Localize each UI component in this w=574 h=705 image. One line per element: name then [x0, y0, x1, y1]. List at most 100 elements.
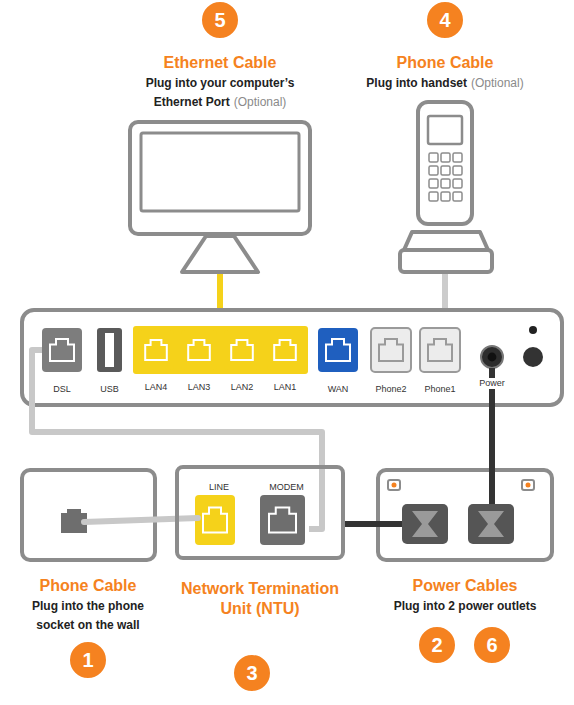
callout-number: 2 — [417, 633, 457, 657]
callout-circle — [233, 654, 271, 692]
port-label: MODEM — [267, 482, 306, 493]
power-plug — [468, 504, 514, 544]
phone-handset — [404, 232, 488, 250]
optional-note: (Optional) — [234, 95, 287, 109]
caption-block: Ethernet CablePlug into your computer’s … — [128, 53, 313, 111]
wall-socket — [22, 470, 155, 560]
port-label: USB — [98, 384, 121, 395]
optional-note: (Optional) — [471, 76, 524, 90]
lan-port: LAN2 — [224, 330, 260, 370]
cable-title: Phone Cable — [397, 54, 494, 71]
jack-icon — [269, 508, 296, 533]
callout-number: 5 — [200, 8, 240, 32]
jack-icon — [231, 340, 253, 360]
caption-row: Phone Cable — [340, 53, 550, 73]
ntu-power-cable — [343, 521, 410, 527]
callout-circle — [426, 1, 464, 39]
port-face — [138, 330, 174, 370]
line-port: LINE — [199, 499, 239, 549]
jack-icon — [428, 339, 452, 361]
wall-socket — [22, 470, 155, 560]
phone-handset — [400, 102, 492, 330]
callout-circle — [201, 1, 239, 39]
caption-row: Power Cables — [365, 576, 565, 596]
lan-port: LAN4 — [138, 330, 174, 370]
jack-icon — [379, 339, 403, 361]
lan-port: LAN1 — [267, 330, 303, 370]
lan-port: LAN3 — [181, 330, 217, 370]
callout-number: 4 — [425, 8, 465, 32]
phone-handset — [400, 250, 492, 272]
port-label: LAN1 — [272, 382, 299, 393]
jack-icon — [274, 340, 296, 360]
port-face — [318, 328, 358, 372]
computer-monitor — [182, 236, 258, 272]
power-plug — [412, 511, 438, 537]
port-face — [195, 495, 235, 545]
port-face — [224, 330, 260, 370]
port-face — [267, 330, 303, 370]
caption-block: Phone CablePlug into the phone socket on… — [13, 576, 163, 634]
power-outlets — [392, 483, 397, 488]
unit-title: Network Termination Unit (NTU) — [175, 579, 345, 619]
port-label: LINE — [207, 482, 231, 493]
port-label: DSL — [51, 384, 73, 395]
callout-number: 3 — [232, 661, 272, 685]
callout-number: 6 — [472, 633, 512, 657]
power-outlets — [378, 470, 552, 560]
lan-port-group — [133, 326, 308, 374]
cable-title: Ethernet Cable — [164, 54, 277, 71]
usb-port: USB — [97, 328, 122, 372]
instruction-text: Plug into handset — [366, 76, 467, 90]
power-socket: Power — [481, 346, 503, 368]
port-label: LAN4 — [143, 382, 170, 393]
port-label: Phone2 — [373, 384, 408, 395]
caption-row: Phone Cable — [13, 576, 163, 596]
port-label: LAN3 — [186, 382, 213, 393]
power-pin — [488, 353, 497, 362]
power-outlets — [522, 480, 534, 490]
port-face — [97, 328, 122, 372]
wan-port: WAN — [318, 328, 358, 372]
power-jack — [481, 346, 503, 368]
phone-handset — [428, 152, 464, 204]
jack-icon — [145, 340, 167, 360]
caption-row: Plug into handset (Optional) — [340, 73, 550, 92]
power-outlets — [526, 483, 531, 488]
ntu-box: Network Termination Unit (NTU)LINEMODEM — [175, 465, 345, 560]
router-button — [529, 326, 537, 334]
jack-icon — [188, 340, 210, 360]
callout-circle — [473, 626, 511, 664]
caption-row: Ethernet Cable — [128, 53, 313, 73]
port-label: LAN2 — [229, 382, 256, 393]
port-label: Power — [477, 378, 507, 389]
phone-handset — [418, 102, 472, 224]
computer-monitor — [130, 122, 310, 272]
phone-port: Phone2 — [371, 328, 411, 372]
line-cable — [84, 518, 198, 522]
phone-port: Phone1 — [420, 328, 460, 372]
jack-icon — [50, 339, 74, 361]
jack-icon — [326, 339, 350, 361]
caption-block: Power CablesPlug into 2 power outlets — [365, 576, 565, 615]
dsl-port: DSL — [42, 328, 82, 372]
instruction-text: Plug into 2 power outlets — [394, 599, 537, 613]
jack-icon — [203, 508, 227, 533]
router-power-cable — [489, 368, 495, 512]
power-plug — [402, 504, 448, 544]
port-face — [420, 328, 460, 372]
port-label: Phone1 — [422, 384, 457, 395]
computer-monitor — [130, 122, 310, 234]
caption-row: Plug into the phone socket on the wall — [13, 596, 163, 634]
callout-circle — [418, 626, 456, 664]
power-outlets — [388, 480, 400, 490]
router-button — [523, 347, 543, 367]
power-plug — [402, 504, 514, 544]
port-label: WAN — [326, 384, 351, 395]
port-face — [42, 328, 82, 372]
cable-title: Power Cables — [413, 577, 518, 594]
callout-circle — [69, 641, 107, 679]
port-face — [181, 330, 217, 370]
callout-number: 1 — [68, 648, 108, 672]
